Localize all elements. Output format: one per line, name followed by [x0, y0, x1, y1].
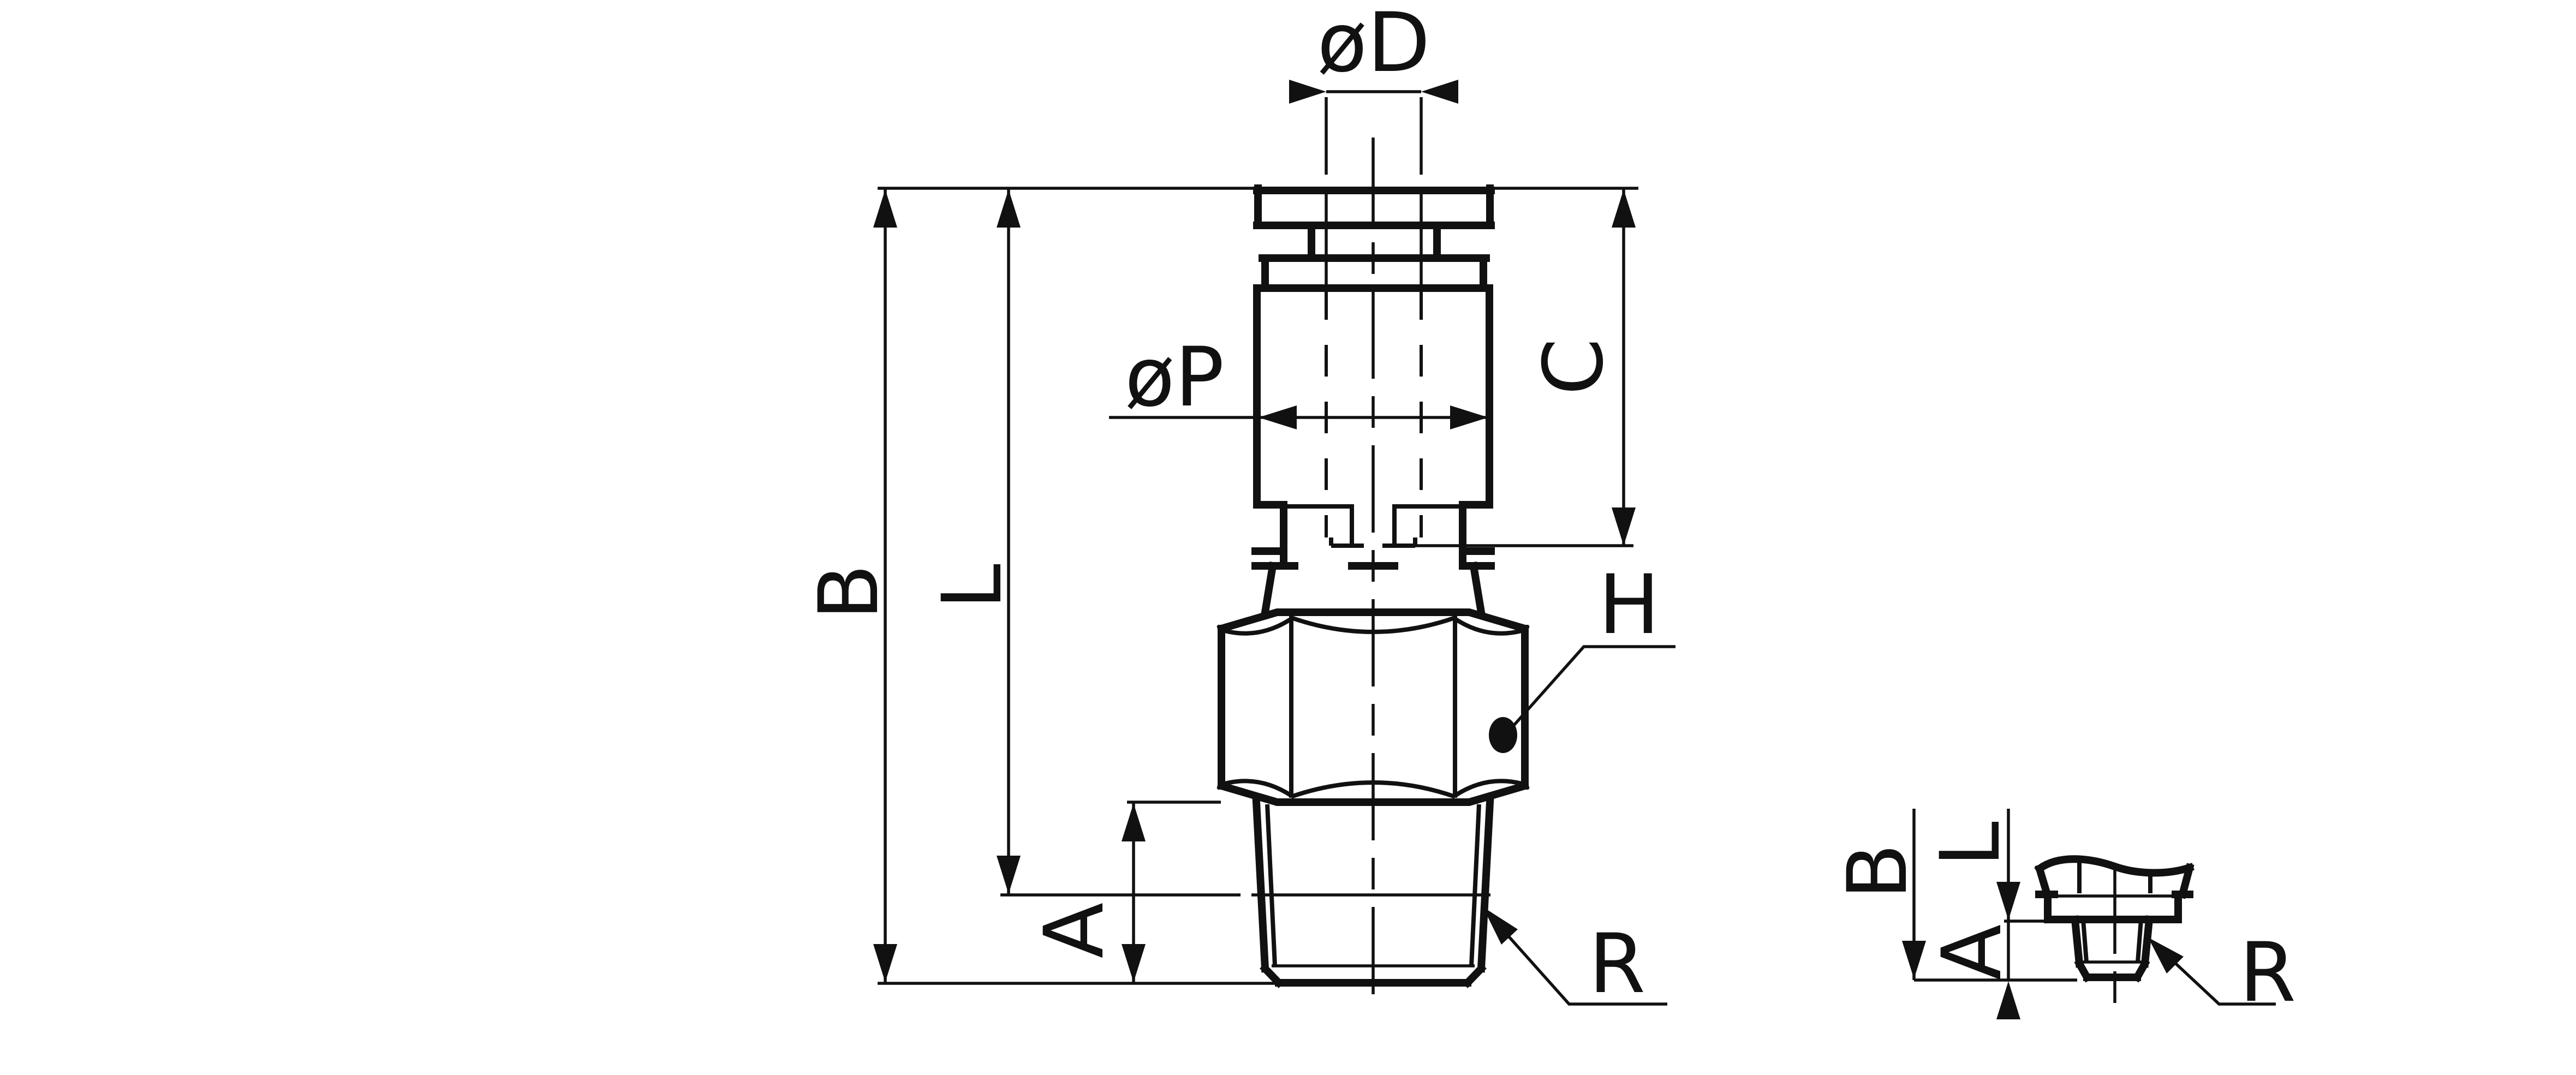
collar-guide-outline	[1253, 254, 1493, 292]
body-sides	[1253, 284, 1493, 509]
arrow-c-bottom	[1612, 507, 1636, 546]
leader-h-dot	[1489, 717, 1517, 753]
side-arrow-a-up	[1996, 981, 2020, 1019]
dim-label-a: A	[1027, 903, 1122, 959]
arrow-op-right	[1450, 405, 1488, 429]
bore-lines-hidden	[1325, 288, 1423, 538]
side-view: B L A R	[1830, 809, 2296, 1020]
hex-transition-cone	[1260, 561, 1486, 617]
dim-od-line	[1325, 90, 1423, 175]
side-dim-label-l: L	[1923, 821, 2018, 867]
dim-label-b: B	[802, 564, 897, 620]
side-hex-sides	[2035, 863, 2195, 899]
arrow-a-bottom	[1122, 944, 1146, 982]
dim-label-l: L	[925, 564, 1020, 610]
thread-outline	[1252, 798, 1494, 988]
side-leader-r-arrow	[2148, 937, 2184, 974]
arrow-b-bottom	[873, 944, 897, 982]
dim-c-line	[1382, 188, 1633, 547]
dim-label-od: øD	[1317, 0, 1430, 91]
side-thread-outline	[2071, 915, 2154, 983]
leader-r	[1486, 911, 1667, 1006]
side-hex-facets	[2077, 860, 2152, 893]
arrow-od-right	[1421, 80, 1458, 104]
dim-label-op: øP	[1125, 330, 1224, 425]
arrow-l-bottom	[997, 856, 1021, 894]
arrow-l-top	[997, 189, 1021, 228]
front-view: øD øP C B L A H R	[802, 0, 1675, 1012]
collet-windows	[1284, 504, 1463, 548]
dim-label-c: C	[1526, 338, 1621, 396]
bore-lines-solid	[1325, 190, 1423, 288]
thread-inner-lines	[1265, 804, 1481, 966]
arrow-op-left	[1259, 405, 1297, 429]
arrow-a-top	[1122, 803, 1146, 841]
leader-h	[1508, 645, 1675, 731]
side-dim-label-a: A	[1925, 924, 2020, 981]
side-hex-band	[2035, 891, 2193, 923]
body-bottom-steps	[1251, 501, 1495, 570]
side-label-thread-r: R	[2239, 925, 2296, 1020]
dim-l-line	[1000, 188, 1241, 897]
leader-r-arrow	[1483, 907, 1518, 945]
side-thread-inner-lines	[2081, 919, 2143, 963]
label-hex-h: H	[1599, 558, 1660, 653]
arrow-c-top	[1612, 189, 1636, 228]
label-thread-r: R	[1589, 917, 1645, 1012]
side-arrow-l-bottom	[1996, 882, 2020, 920]
arrow-b-top	[873, 189, 897, 228]
side-break-wavy-line	[2034, 855, 2195, 877]
side-dim-label-b: B	[1830, 844, 1925, 900]
side-arrow-b-bottom	[1902, 941, 1926, 979]
arrow-od-left	[1289, 80, 1326, 104]
